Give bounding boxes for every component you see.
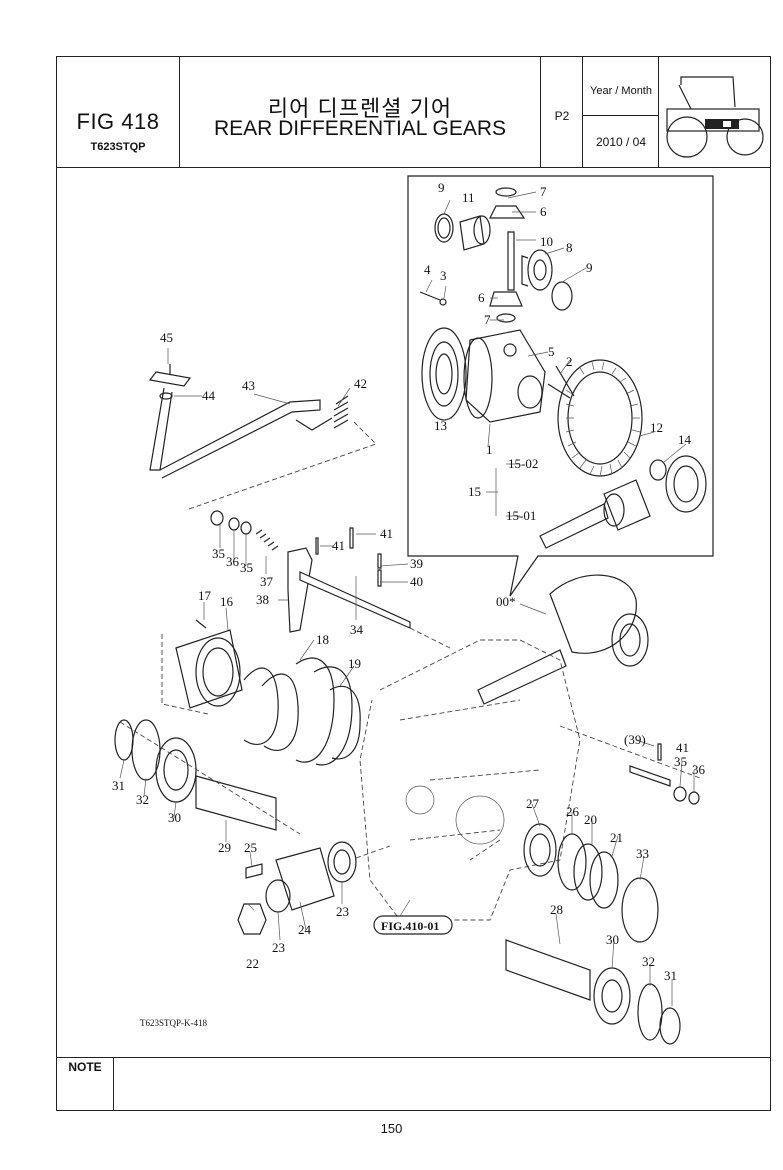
fig-number: FIG 418 xyxy=(76,109,160,134)
label-23a: 23 xyxy=(336,904,349,919)
header-divider-1 xyxy=(179,57,180,167)
label-9: 9 xyxy=(438,180,445,195)
label-39p: (39) xyxy=(624,732,646,747)
label-40: 40 xyxy=(410,574,423,589)
model-code: T623STQP xyxy=(90,141,146,153)
label-4: 4 xyxy=(424,262,431,277)
page-number: 150 xyxy=(380,1121,403,1136)
header-divider-2 xyxy=(540,57,541,167)
label-7: 7 xyxy=(540,184,547,199)
tractor-icon xyxy=(666,76,764,158)
label-16: 16 xyxy=(220,594,234,609)
label-41c: 41 xyxy=(676,740,689,755)
label-23b: 23 xyxy=(272,940,285,955)
header-divider-4 xyxy=(658,57,659,167)
label-18: 18 xyxy=(316,632,329,647)
label-33: 33 xyxy=(636,846,649,861)
label-42: 42 xyxy=(354,376,367,391)
title-english: REAR DIFFERENTIAL GEARS xyxy=(213,117,507,140)
label-29: 29 xyxy=(218,840,231,855)
label-24: 24 xyxy=(298,922,312,937)
label-00: 00* xyxy=(496,594,516,609)
label-35c: 35 xyxy=(674,754,687,769)
label-45: 45 xyxy=(160,330,173,345)
label-22: 22 xyxy=(246,956,259,971)
note-divider xyxy=(113,1057,114,1110)
label-3: 3 xyxy=(440,268,447,283)
label-37: 37 xyxy=(260,574,274,589)
drawing-code: T623STQP-K-418 xyxy=(140,1018,207,1028)
label-30b: 30 xyxy=(606,932,619,947)
label-15: 15 xyxy=(468,484,481,499)
year-month-label: Year / Month xyxy=(590,85,652,97)
part-labels: 9 11 7 6 10 8 9 4 3 6 7 5 2 13 1 12 14 1… xyxy=(112,180,706,983)
label-36: 36 xyxy=(226,554,240,569)
label-13: 13 xyxy=(434,418,447,433)
label-35: 35 xyxy=(212,546,225,561)
label-6: 6 xyxy=(540,204,547,219)
label-38: 38 xyxy=(256,592,269,607)
label-21: 21 xyxy=(610,830,623,845)
label-31b: 31 xyxy=(664,968,677,983)
label-20: 20 xyxy=(584,812,597,827)
catalog-frame: FIG 418 T623STQP 리어 디프렌셜 기어 REAR DIFFERE… xyxy=(56,56,771,1111)
label-39: 39 xyxy=(410,556,423,571)
label-41b: 41 xyxy=(380,526,393,541)
label-43: 43 xyxy=(242,378,255,393)
leader-lines xyxy=(119,191,695,1006)
label-27: 27 xyxy=(526,796,540,811)
note-label: NOTE xyxy=(68,1060,102,1074)
label-36b: 36 xyxy=(692,762,706,777)
label-15-02: 15-02 xyxy=(508,456,538,471)
label-6b: 6 xyxy=(478,290,485,305)
header-bottom-divider xyxy=(57,167,770,168)
label-35b: 35 xyxy=(240,560,253,575)
reference-leader xyxy=(399,899,411,917)
note-top-divider xyxy=(57,1057,770,1058)
reference-box[interactable] xyxy=(373,915,453,935)
label-41a: 41 xyxy=(332,538,345,553)
label-9b: 9 xyxy=(586,260,593,275)
label-2: 2 xyxy=(566,354,573,369)
label-25: 25 xyxy=(244,840,257,855)
label-10: 10 xyxy=(540,234,553,249)
label-5: 5 xyxy=(548,344,555,359)
label-32b: 32 xyxy=(642,954,655,969)
year-month-divider xyxy=(582,115,658,116)
year-month-value: 2010 / 04 xyxy=(595,135,647,149)
page-tag: P2 xyxy=(554,109,570,123)
label-12: 12 xyxy=(650,420,663,435)
reference-box-label[interactable]: FIG.410-01 xyxy=(381,919,439,933)
label-1: 1 xyxy=(486,442,493,457)
header-divider-3 xyxy=(582,57,583,167)
label-7b: 7 xyxy=(484,312,491,327)
label-15-01: 15-01 xyxy=(506,508,536,523)
label-14: 14 xyxy=(678,432,692,447)
title-korean: 리어 디프렌셜 기어 xyxy=(267,96,453,121)
inset-parts xyxy=(419,187,707,549)
label-17: 17 xyxy=(198,588,212,603)
label-44: 44 xyxy=(202,388,216,403)
label-31: 31 xyxy=(112,778,125,793)
label-28: 28 xyxy=(550,902,563,917)
main-parts xyxy=(114,364,700,1045)
label-26: 26 xyxy=(566,804,580,819)
guide-lines xyxy=(119,421,701,861)
inset-box xyxy=(407,175,714,597)
label-8: 8 xyxy=(566,240,573,255)
label-11: 11 xyxy=(462,190,475,205)
label-34: 34 xyxy=(350,622,364,637)
label-19: 19 xyxy=(348,656,361,671)
label-32: 32 xyxy=(136,792,149,807)
label-30: 30 xyxy=(168,810,181,825)
